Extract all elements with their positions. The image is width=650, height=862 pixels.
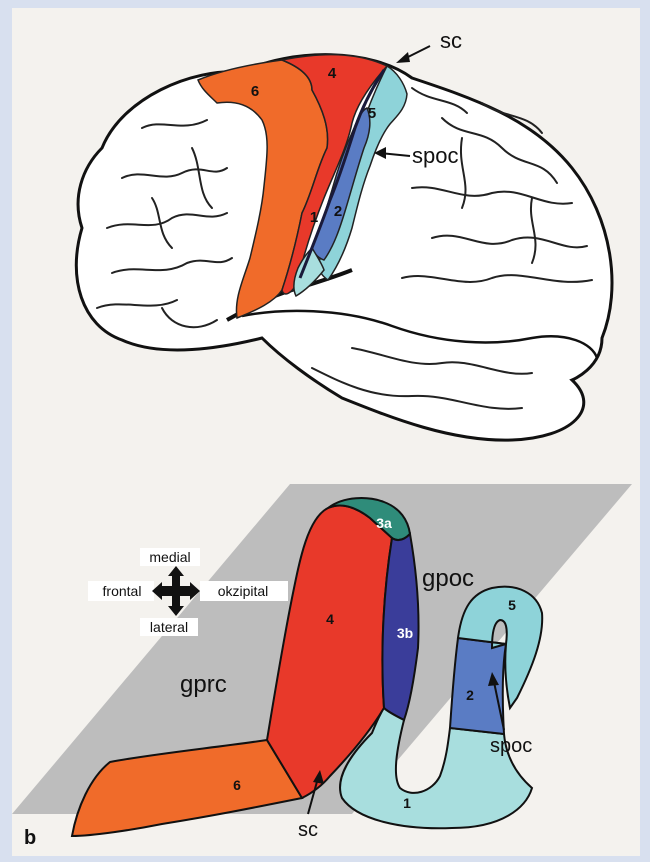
compass-label-lateral: lateral [150, 619, 188, 635]
brain-lateral-view: 6 4 5 1 2 sc spoc [76, 28, 612, 440]
brain-sc-arrowhead [396, 52, 410, 63]
slice-label-sc: sc [298, 819, 318, 841]
brain-label-area-1: 1 [310, 209, 318, 226]
figure-page: 6 4 5 1 2 sc spoc 3a 3b 4 5 [12, 8, 640, 856]
brain-label-area-4: 4 [328, 65, 337, 82]
brain-label-area-5: 5 [368, 105, 376, 122]
brain-label-area-2: 2 [334, 203, 342, 220]
slice-label-area-4: 4 [326, 611, 334, 627]
slice-label-area-1: 1 [403, 795, 411, 811]
compass-label-frontal: frontal [103, 583, 142, 599]
brain-label-sc: sc [440, 28, 462, 53]
slice-area-2 [450, 638, 506, 734]
compass-label-medial: medial [149, 549, 190, 565]
brain-label-spoc: spoc [412, 143, 458, 168]
panel-letter: b [24, 827, 36, 849]
slice-label-area-3b: 3b [397, 625, 413, 641]
slice-label-area-6: 6 [233, 777, 241, 793]
slice-label-gpoc: gpoc [422, 565, 474, 592]
cortex-slice-diagram: 3a 3b 4 5 2 1 6 gprc gpoc sc spoc b [12, 484, 632, 849]
slice-label-spoc: spoc [490, 735, 532, 757]
figure-svg: 6 4 5 1 2 sc spoc 3a 3b 4 5 [12, 8, 640, 856]
slice-label-area-5: 5 [508, 597, 516, 613]
brain-label-area-6: 6 [251, 83, 259, 100]
slice-label-area-3a: 3a [376, 515, 392, 531]
slice-label-gprc: gprc [180, 671, 227, 698]
compass-label-okzipital: okzipital [218, 583, 269, 599]
slice-label-area-2: 2 [466, 687, 474, 703]
